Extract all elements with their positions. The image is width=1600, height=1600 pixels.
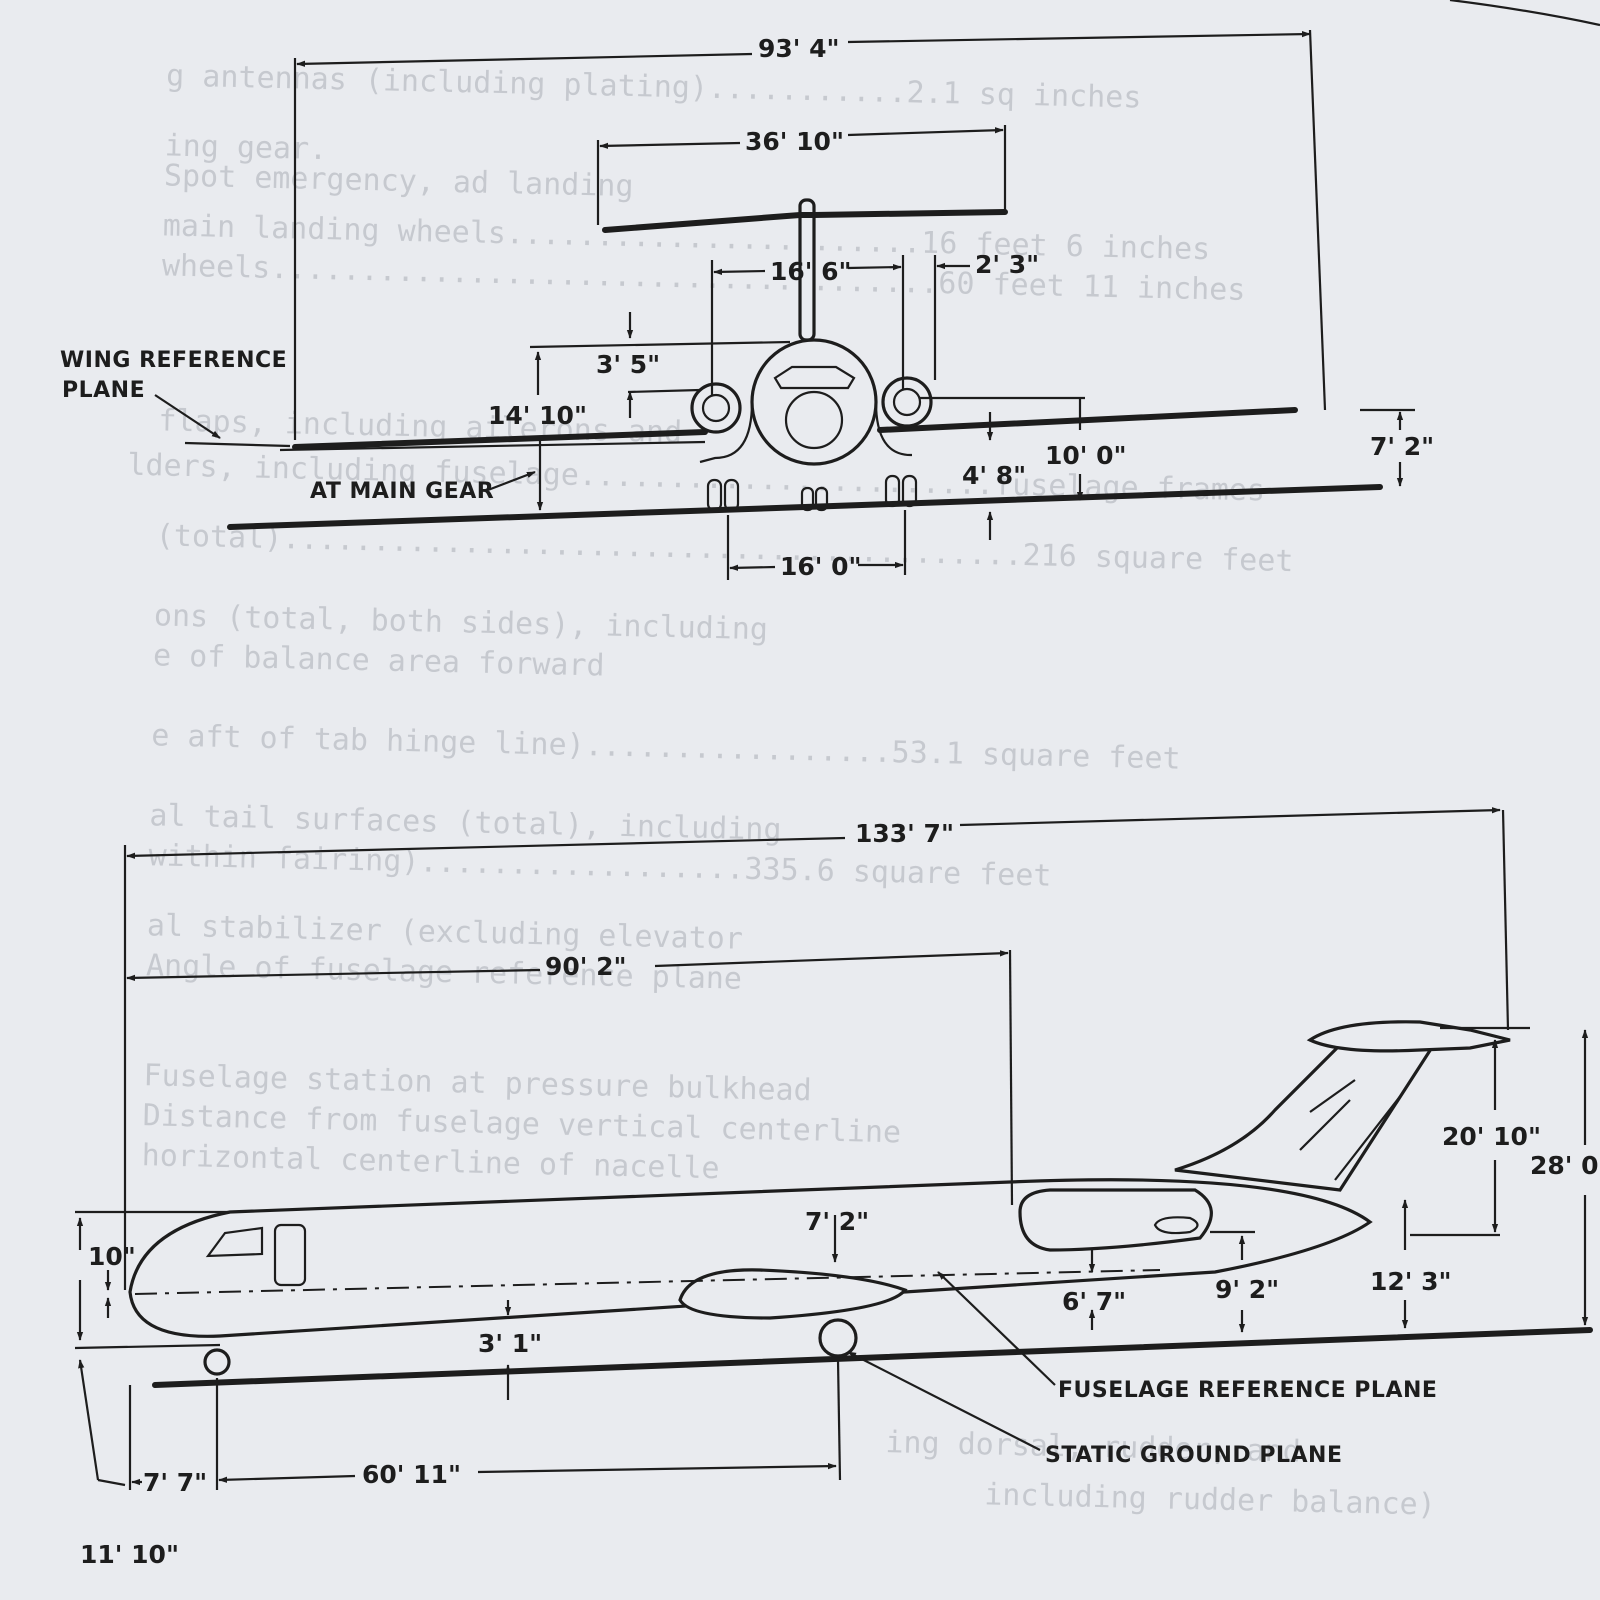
- page-edge: [1449, 0, 1600, 27]
- dim-nacelle-offset: 2' 3": [975, 250, 1039, 279]
- dim-overall-length: 133' 7": [855, 819, 954, 848]
- front-gear: [706, 474, 918, 512]
- side-rudder-lines: [1299, 1079, 1406, 1181]
- dim-wing-ground: 4' 8": [962, 461, 1026, 490]
- dim-fuselage-ground: 3' 1": [478, 1329, 542, 1358]
- side-engine-exhaust: [1153, 1216, 1199, 1235]
- dim-to-tail: 90' 2": [545, 952, 627, 981]
- front-ground-line: [227, 484, 1383, 530]
- front-fairing: [699, 401, 913, 464]
- front-windshield: [773, 365, 856, 390]
- front-wing-underside: [279, 440, 706, 452]
- front-fin: [798, 198, 816, 342]
- label-fuselage-reference-plane: FUSELAGE REFERENCE PLANE: [1058, 1378, 1437, 1403]
- label-static-ground-plane: STATIC GROUND PLANE: [1045, 1443, 1342, 1468]
- dim-wingtip: 7' 2": [1370, 432, 1434, 461]
- side-nose-gear: [203, 1348, 231, 1376]
- front-fuselage: [750, 338, 878, 466]
- dim-height-at-main-gear: 14' 10": [488, 401, 587, 430]
- dim-main-gear-track: 16' 0": [780, 552, 862, 581]
- side-cockpit-window: [205, 1226, 264, 1258]
- dim-nacelle-clearance: 6' 7": [1062, 1287, 1126, 1316]
- dim-nacelle-centers: 16' 6": [770, 257, 852, 286]
- dim-nose: 10": [88, 1242, 136, 1271]
- side-door: [273, 1223, 307, 1287]
- side-view: 133' 7" 90' 2" 20' 10" 28' 0" 10" 7' 2" …: [74, 807, 1600, 1569]
- side-horizontal-stabilizer: [1306, 1020, 1511, 1053]
- wing-reference-plane-line: [184, 441, 291, 448]
- front-nacelle-right: [881, 376, 933, 428]
- side-wing: [678, 1268, 908, 1320]
- dim-nose-to-gear: 11' 10": [80, 1540, 179, 1569]
- fuselage-reference-leader: [937, 1271, 1056, 1386]
- dim-tail-base: 12' 3": [1370, 1267, 1452, 1296]
- at-main-gear-leader: [487, 470, 536, 492]
- dim-stabilizer-span: 36' 10": [745, 127, 844, 156]
- fuselage-reference-line: [134, 1269, 1161, 1295]
- dim-nose-gear-offset: 7' 7": [143, 1468, 207, 1497]
- front-wing: [292, 407, 1298, 450]
- background-text-line: e aft of tab hinge line)................…: [151, 718, 1181, 776]
- background-text-line: (total).................................…: [155, 518, 1293, 579]
- wing-reference-leader: [154, 394, 221, 439]
- background-text-line: horizontal centerline of nacelle: [141, 1138, 720, 1186]
- label-wing-reference: WING REFERENCE: [60, 348, 287, 373]
- side-main-gear: [818, 1318, 858, 1358]
- dim-nacelle-height: 3' 5": [596, 350, 660, 379]
- side-engine-nacelle: [1018, 1188, 1213, 1252]
- label-wing-reference-plane: PLANE: [62, 378, 145, 403]
- static-ground-leader: [847, 1351, 1041, 1451]
- front-stabilizer: [602, 209, 1008, 233]
- front-nacelle-left: [690, 382, 742, 434]
- label-at-main-gear: AT MAIN GEAR: [310, 479, 494, 504]
- background-text-line: e of balance area forward: [153, 638, 605, 683]
- dim-overall-height: 28' 0": [1530, 1151, 1600, 1180]
- dim-nacelle-height: 9' 2": [1215, 1275, 1279, 1304]
- background-text-line: g antennas (including plating)..........…: [166, 58, 1142, 115]
- dim-tail-height: 20' 10": [1442, 1122, 1541, 1151]
- dim-nacelle-ground: 10' 0": [1045, 441, 1127, 470]
- background-text-line: including rudder balance): [984, 1477, 1436, 1522]
- dim-wing-center-height: 7' 2": [805, 1207, 869, 1236]
- background-text-line: Spot emergency, ad landing: [164, 158, 634, 204]
- dim-wheelbase: 60' 11": [362, 1460, 461, 1489]
- front-radome: [784, 390, 844, 450]
- side-ground-line: [152, 1327, 1593, 1388]
- front-view: 93' 4" 36' 10" 16' 6" 2' 3" 3' 5" 14' 10…: [60, 29, 1434, 581]
- dim-span: 93' 4": [758, 34, 840, 63]
- background-text-line: ing gear.: [164, 128, 327, 167]
